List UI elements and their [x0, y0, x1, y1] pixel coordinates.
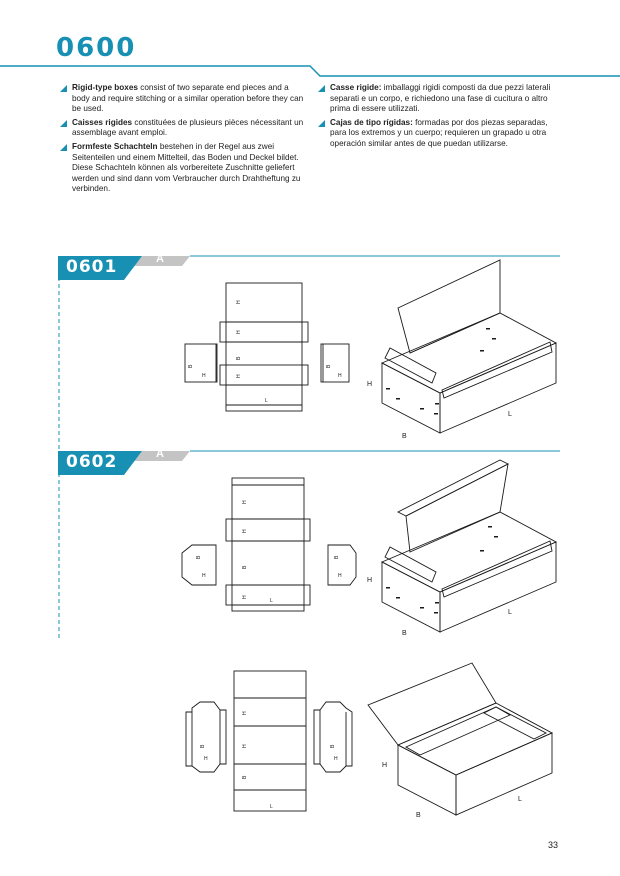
bullet-triangle-icon	[318, 119, 325, 127]
header-rule	[0, 65, 620, 77]
dim-label-length: L	[508, 609, 512, 616]
svg-text:B: B	[236, 356, 242, 360]
svg-text:L: L	[270, 598, 273, 604]
svg-text:H: H	[242, 711, 248, 715]
intro-text: formadas por dos piezas separadas, para …	[330, 117, 548, 148]
dim-label-breadth: B	[402, 433, 407, 440]
bullet-triangle-icon	[60, 143, 67, 151]
svg-text:H: H	[338, 373, 342, 379]
section-band-0602: 0602 A	[0, 447, 620, 481]
intro-text: consist of two separate end pieces and a…	[72, 83, 304, 114]
bullet-triangle-icon	[60, 85, 67, 92]
svg-text:H: H	[242, 744, 248, 748]
box-3d-third: H B L	[367, 662, 554, 819]
bullet-triangle-icon	[318, 85, 325, 92]
svg-text:H: H	[204, 756, 208, 762]
svg-text:B: B	[334, 555, 340, 559]
dim-label-height: H	[367, 577, 372, 584]
svg-text:B: B	[330, 744, 336, 748]
svg-text:B: B	[326, 364, 332, 368]
svg-text:H: H	[242, 595, 248, 599]
dim-label-height: H	[367, 381, 372, 388]
svg-text:H: H	[242, 529, 248, 533]
intro-lead: Rigid-type boxes	[72, 83, 138, 92]
intro-left-column: Rigid-type boxes consist of two separate…	[60, 83, 308, 198]
svg-text:B: B	[242, 775, 248, 779]
intro-lead: Formfeste Schachteln	[72, 141, 158, 151]
svg-text:H: H	[338, 573, 342, 579]
dim-label-length: L	[508, 411, 512, 418]
intro-paragraph-es: Cajas de tipo rígidas: formadas por dos …	[318, 118, 566, 150]
section-code: 0601	[66, 257, 118, 277]
flat-layout-0602: H H B H L B H B H	[181, 477, 357, 612]
dim-label-height: H	[382, 762, 387, 769]
band-shape	[58, 255, 560, 280]
intro-right-column: Casse rigide: imballaggi rigidi composti…	[318, 83, 566, 153]
svg-text:H: H	[202, 573, 206, 579]
section-variant: A	[156, 448, 164, 460]
intro-paragraph-en: Rigid-type boxes consist of two separate…	[60, 83, 308, 115]
intro-paragraph-fr: Caisses rigides constituées de plusieurs…	[60, 118, 308, 139]
intro-lead: Caisses rigides	[72, 117, 133, 127]
svg-text:H: H	[236, 330, 242, 334]
svg-text:H: H	[236, 300, 242, 304]
dim-label-breadth: B	[416, 812, 421, 819]
section-code: 0602	[66, 452, 118, 472]
intro-lead: Casse rigide:	[330, 83, 382, 92]
box-3d-0601: H B L	[367, 259, 558, 440]
dim-label-length: L	[518, 796, 522, 803]
flat-layout-0601: H H B H L B H B H	[184, 282, 350, 412]
section-band-0601: 0601 A	[0, 252, 620, 286]
svg-text:B: B	[188, 364, 194, 368]
intro-lead: Cajas de tipo rígidas:	[330, 117, 413, 127]
bullet-triangle-icon	[60, 119, 67, 127]
svg-text:L: L	[270, 804, 273, 810]
intro-text: imballaggi rigidi composti da due pezzi …	[330, 83, 551, 114]
page-title: 0600	[56, 33, 137, 63]
section-variant: A	[156, 253, 164, 265]
page-number: 33	[548, 840, 559, 850]
svg-text:B: B	[242, 565, 248, 569]
intro-text: constituées de plusieurs pièces nécessit…	[72, 117, 304, 138]
svg-text:L: L	[265, 398, 268, 404]
intro-text: bestehen in der Regel aus zwei Seitentei…	[72, 141, 301, 194]
flat-layout-third: H H B L B H B H	[185, 670, 353, 812]
intro-paragraph-de: Formfeste Schachteln bestehen in der Reg…	[60, 142, 308, 195]
svg-text:B: B	[200, 744, 206, 748]
band-shape	[58, 450, 560, 475]
intro-paragraph-it: Casse rigide: imballaggi rigidi composti…	[318, 83, 566, 115]
box-3d-0602: H B L	[367, 459, 558, 637]
dim-label-breadth: B	[402, 630, 407, 637]
svg-text:B: B	[196, 555, 202, 559]
svg-text:H: H	[202, 373, 206, 379]
svg-text:H: H	[236, 374, 242, 378]
svg-text:H: H	[242, 500, 248, 504]
svg-text:H: H	[334, 756, 338, 762]
